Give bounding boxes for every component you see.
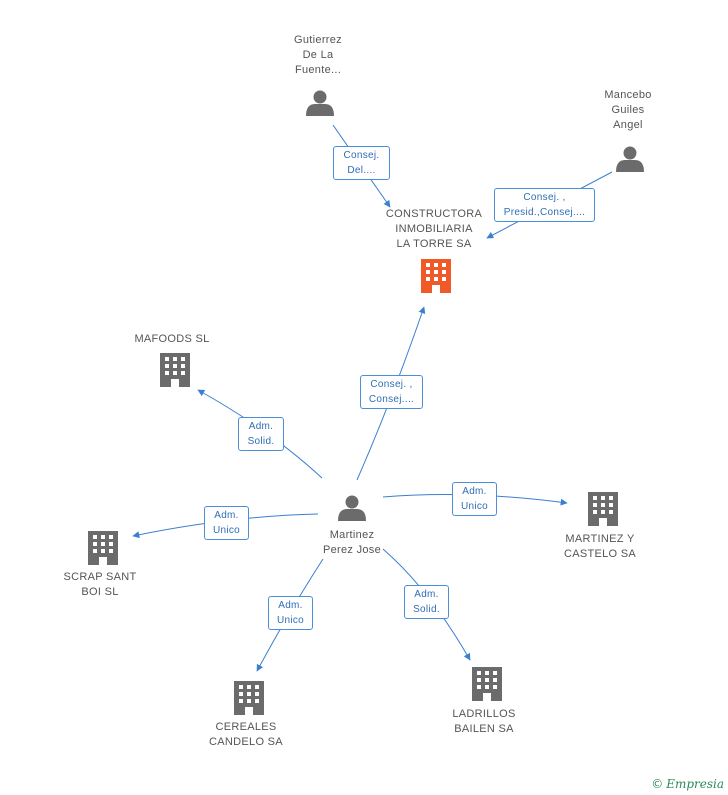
edge-label-line: Consej. , bbox=[523, 192, 566, 203]
edge-label-gutierrez-constructora[interactable]: Consej. Del.... bbox=[333, 146, 390, 180]
edge-label-line: Del.... bbox=[347, 165, 376, 176]
node-label-ladrillos[interactable]: LADRILLOS BAILEN SA bbox=[434, 707, 534, 737]
edge-label-line: Presid.,Consej.... bbox=[503, 207, 586, 218]
label-line: Fuente... bbox=[294, 64, 342, 76]
edge-label-line: Adm. bbox=[248, 421, 274, 432]
label-line: LADRILLOS bbox=[452, 708, 516, 720]
label-line: CANDELO SA bbox=[209, 736, 283, 748]
edge-label-line: Unico bbox=[212, 525, 241, 536]
edge-label-line: Solid. bbox=[247, 436, 275, 447]
edge-label-line: Adm. bbox=[214, 510, 239, 521]
node-label-mafoods[interactable]: MAFOODS SL bbox=[122, 332, 222, 347]
label-line: Angel bbox=[613, 119, 643, 131]
building-icon[interactable] bbox=[88, 531, 118, 565]
edge-label-line: Adm. bbox=[414, 589, 439, 600]
node-label-mancebo[interactable]: Mancebo Guiles Angel bbox=[588, 88, 668, 133]
label-line: LA TORRE SA bbox=[396, 238, 472, 250]
edge-label-line: Solid. bbox=[413, 604, 440, 615]
building-icon[interactable] bbox=[234, 681, 264, 715]
label-line: De La bbox=[302, 49, 334, 61]
copyright-icon: © bbox=[651, 777, 664, 791]
label-line: Perez Jose bbox=[322, 544, 382, 556]
edge-label-line: Consej. bbox=[343, 150, 380, 161]
node-label-martinez-castelo[interactable]: MARTINEZ Y CASTELO SA bbox=[550, 532, 650, 562]
label-line: Gutierrez bbox=[294, 34, 342, 46]
edge-label-line: Adm. bbox=[462, 486, 487, 497]
label-line: CASTELO SA bbox=[563, 548, 637, 560]
brand-name: Empresia bbox=[666, 777, 724, 791]
edge-label-martinez-castelo[interactable]: Adm. Unico bbox=[452, 482, 497, 516]
label-line: Mancebo bbox=[604, 89, 652, 101]
label-line: BOI SL bbox=[81, 586, 119, 598]
label-line: MARTINEZ Y bbox=[565, 533, 635, 545]
building-icon[interactable] bbox=[160, 353, 190, 387]
edge-label-mancebo-constructora[interactable]: Consej. , Presid.,Consej.... bbox=[494, 188, 595, 222]
building-icon-focus[interactable] bbox=[421, 259, 451, 293]
edge-label-line: Consej.... bbox=[368, 394, 415, 405]
edge-label-martinez-ladrillos[interactable]: Adm. Solid. bbox=[404, 585, 449, 619]
label-line: SCRAP SANT bbox=[63, 571, 137, 583]
node-label-scrap[interactable]: SCRAP SANT BOI SL bbox=[50, 570, 150, 600]
node-label-gutierrez[interactable]: Gutierrez De La Fuente... bbox=[278, 33, 358, 78]
label-line: BAILEN SA bbox=[454, 723, 514, 735]
node-label-martinez[interactable]: Martinez Perez Jose bbox=[307, 528, 397, 558]
person-icon[interactable] bbox=[616, 146, 644, 173]
brand-logo[interactable]: ©Empresia bbox=[651, 777, 724, 791]
edge-label-line: Unico bbox=[276, 615, 305, 626]
label-line: MAFOODS SL bbox=[134, 333, 210, 345]
label-line: Martinez bbox=[329, 529, 375, 541]
edge-label-line: Adm. bbox=[278, 600, 303, 611]
edge-label-martinez-cereales[interactable]: Adm. Unico bbox=[268, 596, 313, 630]
edge-label-line: Unico bbox=[460, 501, 489, 512]
label-line: CONSTRUCTORA bbox=[385, 208, 483, 220]
label-line: INMOBILIARIA bbox=[395, 223, 473, 235]
edge-label-martinez-scrap[interactable]: Adm. Unico bbox=[204, 506, 249, 540]
node-label-cereales[interactable]: CEREALES CANDELO SA bbox=[196, 720, 296, 750]
label-line: CEREALES bbox=[215, 721, 277, 733]
node-label-constructora[interactable]: CONSTRUCTORA INMOBILIARIA LA TORRE SA bbox=[374, 207, 494, 252]
edge-label-martinez-mafoods[interactable]: Adm. Solid. bbox=[238, 417, 284, 451]
person-icon[interactable] bbox=[306, 90, 334, 117]
person-icon[interactable] bbox=[338, 495, 366, 522]
building-icon[interactable] bbox=[588, 492, 618, 526]
edge-label-line: Consej. , bbox=[370, 379, 413, 390]
edge-label-martinez-constructora[interactable]: Consej. , Consej.... bbox=[360, 375, 423, 409]
label-line: Guiles bbox=[611, 104, 645, 116]
building-icon[interactable] bbox=[472, 667, 502, 701]
